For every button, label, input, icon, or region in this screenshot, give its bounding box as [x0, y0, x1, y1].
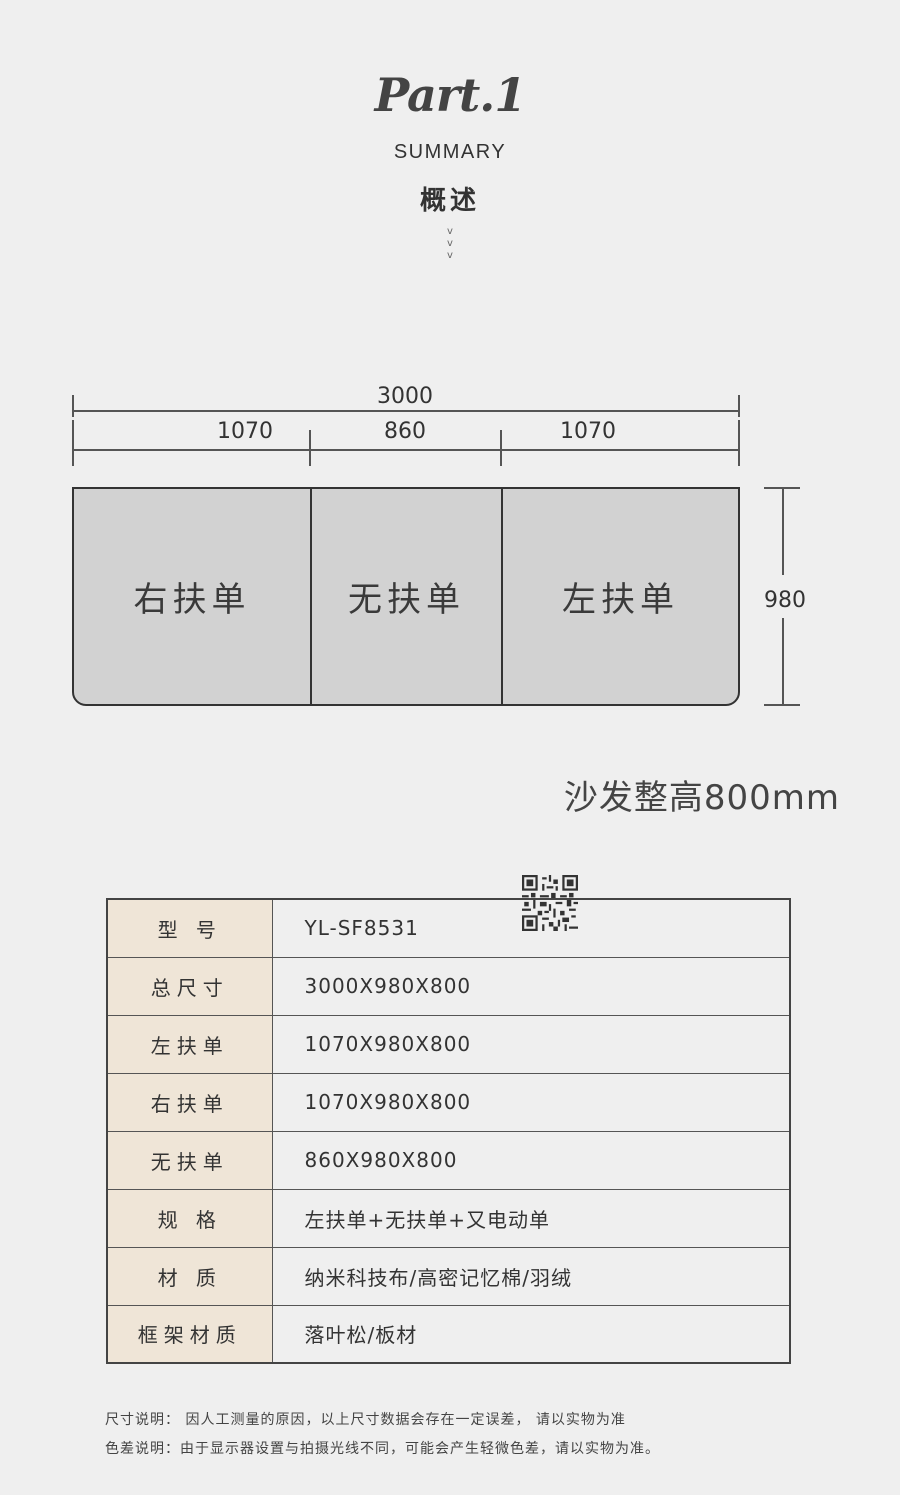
chevron-down-icon: v	[447, 238, 453, 249]
spec-label: 无扶单	[106, 1130, 273, 1190]
depth-line	[782, 487, 784, 575]
seat-right-arm: 右扶单	[133, 580, 251, 620]
total-width-line	[72, 410, 739, 412]
spec-value: 落叶松/板材	[271, 1304, 791, 1364]
spec-label: 材 质	[106, 1246, 273, 1306]
segment-width-label: 1070	[217, 419, 273, 444]
dimension-tick	[500, 430, 502, 466]
spec-label: 左扶单	[106, 1014, 273, 1074]
segment-line	[72, 449, 739, 451]
dimension-tick	[72, 395, 74, 417]
overview-heading: 概述	[419, 186, 480, 216]
sofa-plan: 右扶单 无扶单 左扶单	[72, 487, 740, 706]
spec-value: 3000X980X800	[271, 956, 791, 1016]
segment-width-label: 1070	[560, 419, 616, 444]
table-row: 左扶单 1070X980X800	[106, 1014, 791, 1074]
spec-value: 1070X980X800	[271, 1072, 791, 1132]
color-disclaimer: 色差说明：由于显示器设置与拍摄光线不同，可能会产生轻微色差，请以实物为准。	[105, 1441, 660, 1457]
table-row: 材 质 纳米科技布/高密记忆棉/羽绒	[106, 1246, 791, 1306]
seat-armless: 无扶单	[348, 580, 465, 620]
seat-divider	[501, 489, 503, 704]
table-row: 框架材质 落叶松/板材	[106, 1304, 791, 1364]
dimension-tick	[72, 420, 74, 466]
segment-width-label: 860	[384, 419, 426, 444]
spec-label: 右扶单	[106, 1072, 273, 1132]
spec-value: 860X980X800	[271, 1130, 791, 1190]
dimension-tick	[738, 420, 740, 466]
summary-label: SUMMARY	[393, 141, 507, 163]
seat-divider	[310, 489, 312, 704]
spec-label: 总尺寸	[106, 956, 273, 1016]
table-row: 型 号 YL-SF8531	[106, 898, 791, 958]
sofa-height-note: 沙发整高800mm	[563, 778, 840, 818]
chevron-down-icon: v	[447, 250, 453, 261]
table-row: 无扶单 860X980X800	[106, 1130, 791, 1190]
spec-table: 型 号 YL-SF8531 总尺寸 3000X980X800 左扶单 1070X…	[106, 898, 791, 1364]
spec-label: 框架材质	[106, 1304, 273, 1364]
dimension-tick	[309, 430, 311, 466]
table-row: 总尺寸 3000X980X800	[106, 956, 791, 1016]
table-row: 右扶单 1070X980X800	[106, 1072, 791, 1132]
part-title: Part.1	[374, 68, 527, 122]
depth-label: 980	[750, 588, 820, 613]
spec-value: YL-SF8531	[271, 898, 791, 958]
depth-line	[782, 618, 784, 705]
spec-value: 左扶单+无扶单+又电动单	[271, 1188, 791, 1248]
spec-label: 型 号	[106, 898, 273, 958]
seat-left-arm: 左扶单	[562, 580, 679, 620]
spec-value: 纳米科技布/高密记忆棉/羽绒	[271, 1246, 791, 1306]
chevron-down-icon: v	[447, 226, 453, 237]
total-width-label: 3000	[377, 384, 433, 409]
table-row: 规 格 左扶单+无扶单+又电动单	[106, 1188, 791, 1248]
spec-label: 规 格	[106, 1188, 273, 1248]
dimension-tick	[738, 395, 740, 417]
spec-value: 1070X980X800	[271, 1014, 791, 1074]
size-disclaimer: 尺寸说明： 因人工测量的原因，以上尺寸数据会存在一定误差， 请以实物为准	[105, 1412, 626, 1428]
